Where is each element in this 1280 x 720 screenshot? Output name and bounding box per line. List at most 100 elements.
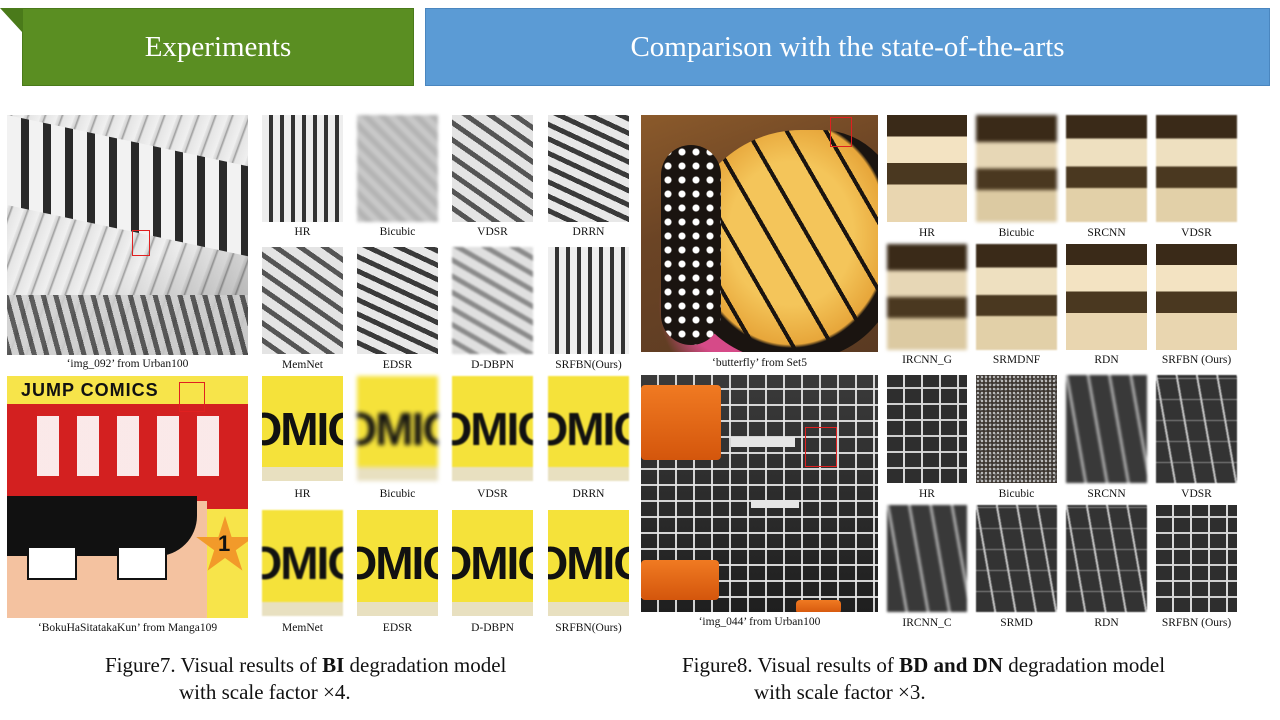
- banner-title: Comparison with the state-of-the-arts: [630, 30, 1065, 63]
- crop-text: OMIC: [357, 537, 438, 589]
- method-label: HR: [919, 227, 935, 239]
- crop-vdsr: [452, 115, 533, 222]
- source-caption: ‘img_092’ from Urban100: [66, 358, 189, 370]
- building-balconies: [7, 295, 248, 355]
- crop-vdsr: [1156, 115, 1237, 222]
- comic-eye: [117, 546, 167, 580]
- crop-srfbn: [548, 247, 629, 354]
- butterfly-wing-edge: [661, 145, 721, 345]
- comic-title: JUMP COMICS: [21, 380, 159, 400]
- crop-srmd: [976, 505, 1057, 612]
- crop-srfbn: [1156, 244, 1237, 350]
- method-label: RDN: [1094, 617, 1119, 629]
- crop-srcnn: [1066, 115, 1147, 222]
- method-label: RDN: [1094, 354, 1119, 366]
- caption-bold: BD and DN: [899, 653, 1003, 677]
- method-label: Bicubic: [379, 226, 416, 238]
- crop-srmdnf: [976, 244, 1057, 350]
- zoom-region-marker: [805, 427, 837, 467]
- manga-cover-image: JUMP COMICS 1: [7, 376, 248, 618]
- caption-text: Figure8. Visual results of: [682, 653, 900, 677]
- method-label: EDSR: [382, 359, 413, 371]
- crop-hr: [887, 375, 967, 483]
- method-label: VDSR: [1181, 488, 1212, 500]
- source-caption: ‘img_044’ from Urban100: [698, 616, 821, 628]
- method-label: IRCNN_C: [902, 617, 952, 629]
- method-label: SRCNN: [1087, 488, 1126, 500]
- method-label: SRCNN: [1087, 227, 1126, 239]
- caption-text: degradation model: [1002, 653, 1166, 677]
- crop-ircnn-g: [887, 244, 967, 350]
- comic-eye: [27, 546, 77, 580]
- method-label: HR: [294, 226, 311, 238]
- crop-rdn: [1066, 505, 1147, 612]
- method-label: SRMDNF: [992, 354, 1041, 366]
- crop-srfbn: [1156, 505, 1237, 612]
- method-label: Bicubic: [998, 227, 1035, 239]
- method-label: SRMD: [1000, 617, 1033, 629]
- crop-bicubic: OMIC: [357, 376, 438, 481]
- figure-7-caption: Figure7. Visual results of BI degradatio…: [105, 652, 506, 706]
- caption-bold: BI: [322, 653, 345, 677]
- crop-memnet: [262, 247, 343, 354]
- method-label: SRFBN(Ours): [555, 359, 622, 371]
- crop-text: OMIC: [357, 402, 438, 455]
- method-label: DRRN: [572, 488, 605, 500]
- zoom-region-marker: [179, 382, 205, 412]
- method-label: MemNet: [282, 359, 323, 371]
- source-caption: ‘butterfly’ from Set5: [712, 357, 807, 369]
- crop-srfbn: OMIC: [548, 510, 629, 616]
- banner-corner-decoration: [0, 8, 22, 32]
- crop-edsr: [357, 247, 438, 354]
- crop-text: OMIC: [262, 537, 343, 589]
- building-image: [7, 115, 248, 355]
- crop-drrn: [548, 115, 629, 222]
- method-label: D-DBPN: [471, 359, 514, 371]
- orange-lamp: [641, 560, 719, 600]
- method-label: SRFBN (Ours): [1161, 354, 1232, 366]
- method-label: EDSR: [382, 622, 413, 634]
- method-label: DRRN: [572, 226, 605, 238]
- comic-lettering-highlights: [37, 416, 227, 476]
- comic-volume-number: 1: [218, 531, 231, 556]
- orange-lamp: [641, 385, 721, 460]
- butterfly-image: [641, 115, 878, 352]
- crop-ddbpn: OMIC: [452, 510, 533, 616]
- figure-8-caption: Figure8. Visual results of BD and DN deg…: [682, 652, 1165, 706]
- crop-srcnn: [1066, 375, 1147, 483]
- method-label: D-DBPN: [471, 622, 514, 634]
- crop-bicubic: [976, 375, 1057, 483]
- zoom-region-marker: [830, 117, 852, 147]
- crop-text: OMIC: [452, 537, 533, 589]
- crop-text: OMIC: [262, 402, 343, 455]
- crop-bicubic: [976, 115, 1057, 222]
- method-label: MemNet: [282, 622, 323, 634]
- caption-text: degradation model: [344, 653, 507, 677]
- crop-ircnn-c: [887, 505, 967, 612]
- method-label: SRFBN(Ours): [555, 622, 622, 634]
- orange-lamp: [796, 600, 841, 612]
- ceiling-image: [641, 375, 878, 612]
- crop-vdsr: OMIC: [452, 376, 533, 481]
- crop-hr: [262, 115, 343, 222]
- method-label: HR: [919, 488, 935, 500]
- crop-edsr: OMIC: [357, 510, 438, 616]
- crop-vdsr: [1156, 375, 1237, 483]
- caption-line-2: with scale factor ×3.: [754, 680, 926, 704]
- crop-text: OMIC: [548, 402, 629, 455]
- zoom-region-marker: [132, 230, 150, 256]
- section-banner-comparison: Comparison with the state-of-the-arts: [425, 8, 1270, 86]
- method-label: VDSR: [477, 488, 508, 500]
- crop-rdn: [1066, 244, 1147, 350]
- crop-ddbpn: [452, 247, 533, 354]
- crop-text: OMIC: [452, 402, 533, 455]
- method-label: Bicubic: [379, 488, 416, 500]
- method-label: HR: [294, 488, 311, 500]
- crop-text: OMIC: [548, 537, 629, 589]
- section-banner-experiments: Experiments: [22, 8, 414, 86]
- crop-hr: [887, 115, 967, 222]
- crop-hr: OMIC: [262, 376, 343, 481]
- caption-line-2: with scale factor ×4.: [179, 680, 351, 704]
- ceiling-light-panel: [731, 437, 795, 447]
- method-label: IRCNN_G: [902, 354, 952, 366]
